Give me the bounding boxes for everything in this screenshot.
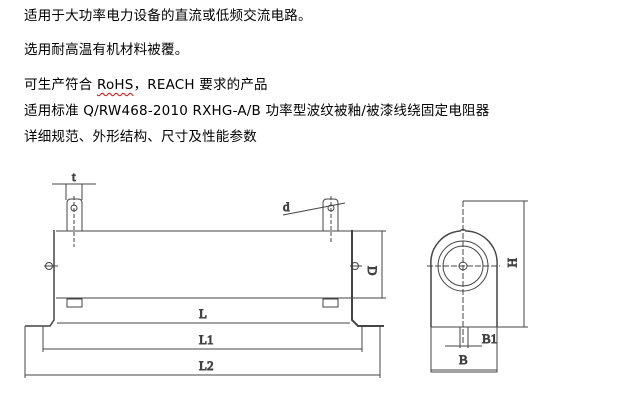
rohs-suffix: ，REACH 要求的产品	[133, 77, 268, 93]
terminal-right	[322, 196, 339, 242]
label-L: L	[199, 306, 207, 321]
label-H: H	[505, 258, 520, 267]
label-L2: L2	[199, 358, 213, 373]
rohs-text: RoHS	[97, 77, 134, 93]
label-L1: L1	[199, 332, 213, 347]
label-B1: B1	[482, 331, 497, 346]
label-t: t	[72, 169, 76, 184]
label-d: d	[283, 199, 290, 214]
description-line-3: 可生产符合 RoHS，REACH 要求的产品	[24, 73, 268, 93]
description-line-2: 选用耐高温有机材料被覆。	[24, 42, 189, 58]
label-D: D	[365, 266, 380, 275]
label-B: B	[459, 352, 468, 367]
end-view: H B1 B	[427, 200, 528, 373]
description-line-1: 适用于大功率电力设备的直流或低频交流电路。	[24, 8, 312, 24]
terminal-left	[66, 196, 83, 247]
spec-line: 详细规范、外形结构、尺寸及性能参数	[24, 129, 257, 145]
standard-line: 适用标准 Q/RW468-2010 RXHG-A/B 功率型波纹被釉/被漆线绕固…	[24, 103, 490, 119]
rohs-prefix: 可生产符合	[24, 77, 97, 93]
side-view: t d D L L1 L2	[24, 169, 386, 378]
